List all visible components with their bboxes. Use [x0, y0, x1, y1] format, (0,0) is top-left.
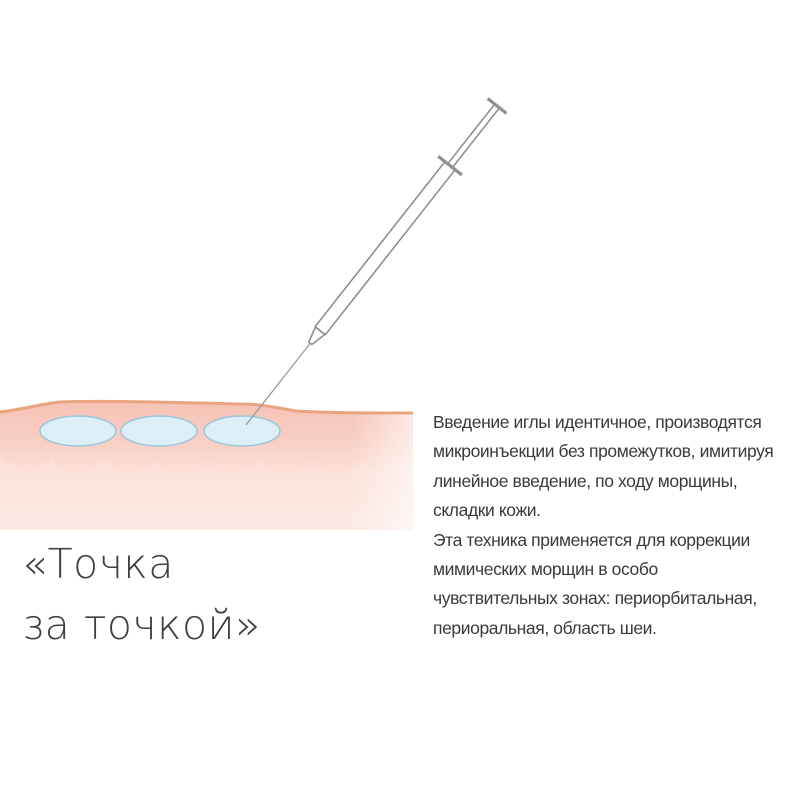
filler-bead-2: [120, 415, 198, 447]
plunger-rod: [446, 103, 501, 169]
filler-bead-3: [203, 415, 281, 447]
description-paragraph-2: Эта техника применяется для коррекции ми…: [433, 529, 757, 638]
technique-description: Введение иглы идентичное, производятся м…: [433, 408, 783, 643]
technique-title-line-1: «Точка: [22, 540, 174, 588]
syringe-icon: [245, 97, 508, 426]
skin-cross-section: [0, 399, 414, 540]
needle: [245, 342, 311, 426]
needle-hub: [307, 326, 326, 346]
syringe-barrel: [314, 160, 456, 336]
description-paragraph-1: Введение иглы идентичное, производятся м…: [433, 412, 774, 521]
plunger-thumb-rest: [486, 97, 508, 115]
skin-surface-line: [0, 399, 414, 415]
technique-title-line-2: за точкой»: [22, 601, 261, 649]
filler-bead-icon: [39, 415, 281, 447]
filler-bead-1: [39, 415, 117, 447]
